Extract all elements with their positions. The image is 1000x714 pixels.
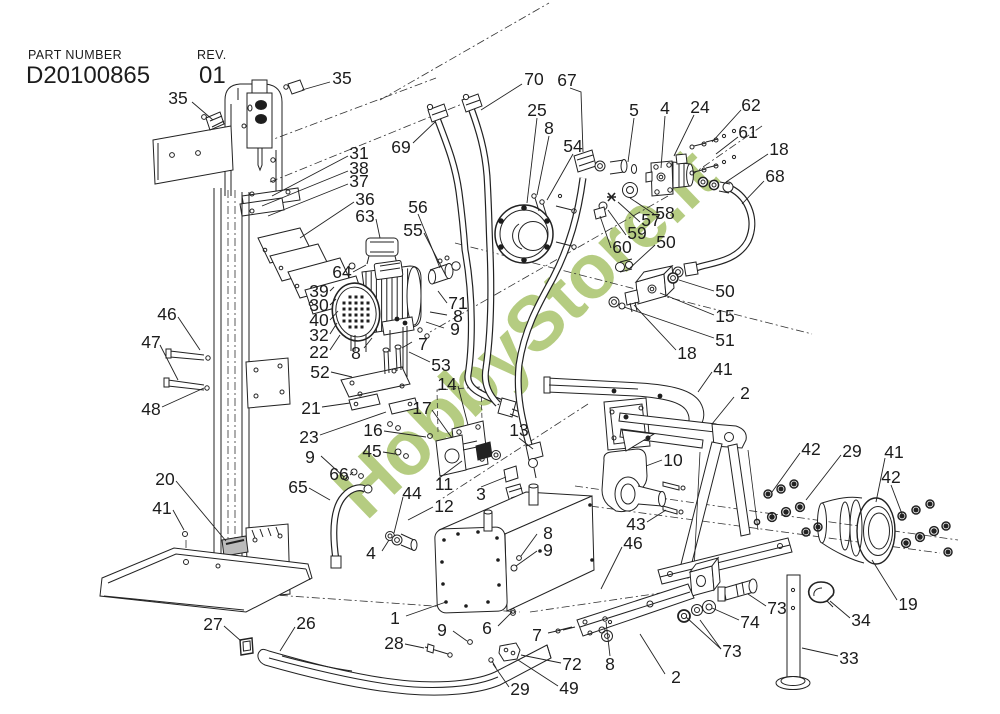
svg-text:62: 62 [741, 95, 760, 115]
svg-text:11: 11 [435, 474, 453, 494]
svg-text:8: 8 [544, 118, 554, 138]
svg-text:16: 16 [363, 420, 382, 440]
svg-text:73: 73 [722, 641, 741, 661]
svg-text:61: 61 [738, 122, 757, 142]
svg-text:1: 1 [390, 608, 400, 628]
svg-text:48: 48 [141, 399, 160, 419]
svg-text:65: 65 [288, 477, 307, 497]
svg-text:7: 7 [418, 334, 428, 354]
svg-text:67: 67 [557, 70, 576, 90]
svg-text:18: 18 [677, 343, 696, 363]
svg-text:8: 8 [543, 523, 553, 543]
svg-text:35: 35 [332, 68, 351, 88]
svg-text:43: 43 [626, 514, 645, 534]
svg-text:7: 7 [532, 625, 542, 645]
svg-text:31: 31 [349, 143, 368, 163]
svg-text:17: 17 [412, 398, 431, 418]
svg-text:41: 41 [152, 498, 171, 518]
svg-text:9: 9 [543, 540, 553, 560]
svg-text:71: 71 [448, 293, 467, 313]
svg-text:46: 46 [623, 533, 642, 553]
svg-text:68: 68 [765, 166, 784, 186]
svg-text:54: 54 [563, 136, 583, 156]
svg-text:63: 63 [355, 206, 374, 226]
svg-text:20: 20 [155, 469, 175, 489]
svg-text:59: 59 [627, 223, 646, 243]
svg-text:47: 47 [141, 332, 160, 352]
svg-text:56: 56 [408, 197, 427, 217]
svg-text:55: 55 [403, 220, 422, 240]
svg-text:8: 8 [351, 343, 361, 363]
svg-text:29: 29 [842, 441, 861, 461]
svg-text:6: 6 [482, 618, 492, 638]
svg-text:8: 8 [605, 654, 615, 674]
svg-text:3: 3 [476, 484, 486, 504]
svg-text:15: 15 [715, 306, 734, 326]
svg-text:64: 64 [332, 262, 352, 282]
svg-text:22: 22 [309, 342, 328, 362]
svg-text:69: 69 [391, 137, 410, 157]
svg-text:44: 44 [402, 483, 422, 503]
svg-text:49: 49 [559, 678, 578, 698]
svg-text:40: 40 [309, 310, 329, 330]
svg-text:2: 2 [740, 383, 750, 403]
svg-text:51: 51 [715, 330, 734, 350]
svg-text:10: 10 [663, 450, 683, 470]
svg-text:37: 37 [349, 171, 368, 191]
svg-text:35: 35 [168, 88, 187, 108]
svg-text:23: 23 [299, 427, 318, 447]
svg-text:21: 21 [301, 398, 320, 418]
svg-text:PART NUMBER: PART NUMBER [28, 48, 122, 62]
svg-text:36: 36 [355, 189, 374, 209]
svg-text:50: 50 [656, 232, 676, 252]
svg-text:30: 30 [309, 295, 329, 315]
svg-text:32: 32 [309, 325, 328, 345]
svg-text:4: 4 [660, 98, 670, 118]
svg-text:D20100865: D20100865 [26, 62, 150, 89]
svg-text:46: 46 [157, 304, 176, 324]
svg-text:33: 33 [839, 648, 858, 668]
svg-text:25: 25 [527, 100, 546, 120]
svg-text:39: 39 [309, 281, 328, 301]
svg-text:19: 19 [898, 594, 917, 614]
svg-text:73: 73 [767, 598, 786, 618]
svg-text:27: 27 [203, 614, 222, 634]
svg-text:53: 53 [431, 355, 450, 375]
svg-text:29: 29 [510, 679, 529, 699]
svg-text:41: 41 [713, 359, 732, 379]
svg-text:41: 41 [884, 442, 903, 462]
svg-text:28: 28 [384, 633, 403, 653]
svg-text:45: 45 [362, 441, 381, 461]
svg-text:70: 70 [524, 69, 544, 89]
svg-text:2: 2 [671, 667, 681, 687]
svg-text:01: 01 [199, 62, 226, 89]
svg-text:60: 60 [612, 237, 632, 257]
svg-text:REV.: REV. [197, 48, 227, 62]
svg-text:58: 58 [655, 203, 674, 223]
svg-text:66: 66 [329, 464, 348, 484]
svg-text:5: 5 [629, 100, 639, 120]
svg-text:42: 42 [801, 439, 820, 459]
svg-text:4: 4 [366, 543, 376, 563]
svg-text:38: 38 [349, 158, 368, 178]
svg-text:14: 14 [437, 374, 457, 394]
svg-text:24: 24 [690, 97, 710, 117]
svg-text:8: 8 [453, 306, 463, 326]
svg-text:34: 34 [851, 610, 871, 630]
svg-text:57: 57 [641, 210, 660, 230]
svg-text:9: 9 [437, 620, 447, 640]
svg-text:13: 13 [509, 420, 528, 440]
svg-text:9: 9 [305, 447, 315, 467]
svg-text:72: 72 [562, 654, 581, 674]
svg-text:9: 9 [450, 319, 460, 339]
svg-text:42: 42 [881, 467, 900, 487]
svg-text:12: 12 [434, 496, 453, 516]
svg-text:52: 52 [310, 362, 329, 382]
svg-text:74: 74 [740, 612, 760, 632]
svg-text:50: 50 [715, 281, 735, 301]
svg-text:18: 18 [769, 139, 788, 159]
svg-text:26: 26 [296, 613, 315, 633]
